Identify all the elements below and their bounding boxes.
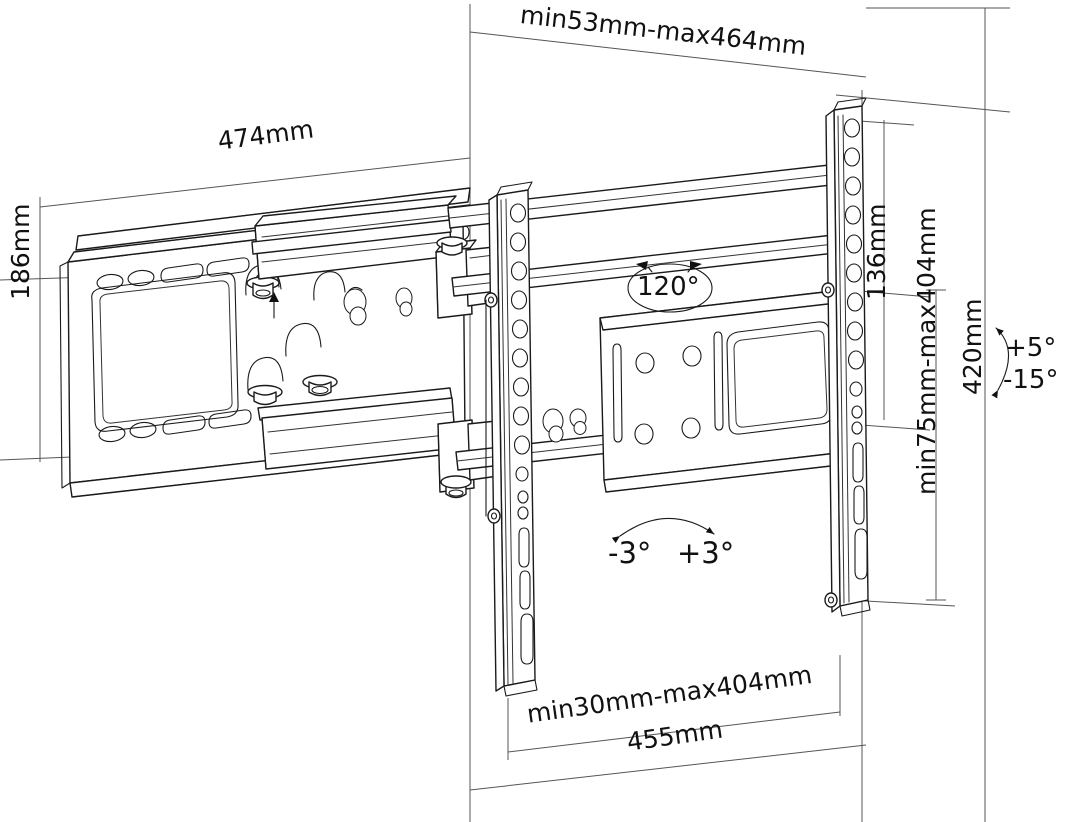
swivel-indicator (627, 261, 713, 313)
vertical-rail-right (821, 97, 871, 617)
tilt-up-angle-label: +5° (1005, 333, 1057, 363)
rotate-left-angle-label: -3° (608, 536, 652, 570)
rotate-right-angle-label: +3° (677, 536, 735, 570)
vesa-vertical-dimension-label: min75mm-max404mm (912, 207, 941, 495)
swivel-angle-label: 120° (637, 272, 700, 302)
tv-bracket-panel (599, 289, 849, 493)
upper-arm (251, 195, 497, 319)
tilt-down-angle-label: -15° (1003, 365, 1059, 395)
overall-height-dimension-label: 420mm (958, 298, 987, 395)
mounting-hardware (245, 263, 413, 406)
rotation-indicator (611, 517, 715, 544)
rail-spacing-dimension-label: 136mm (862, 203, 891, 300)
tilt-indicator (991, 327, 1010, 399)
vertical-rail-left (484, 181, 587, 697)
plate-height-dimension-label: 186mm (6, 203, 35, 300)
